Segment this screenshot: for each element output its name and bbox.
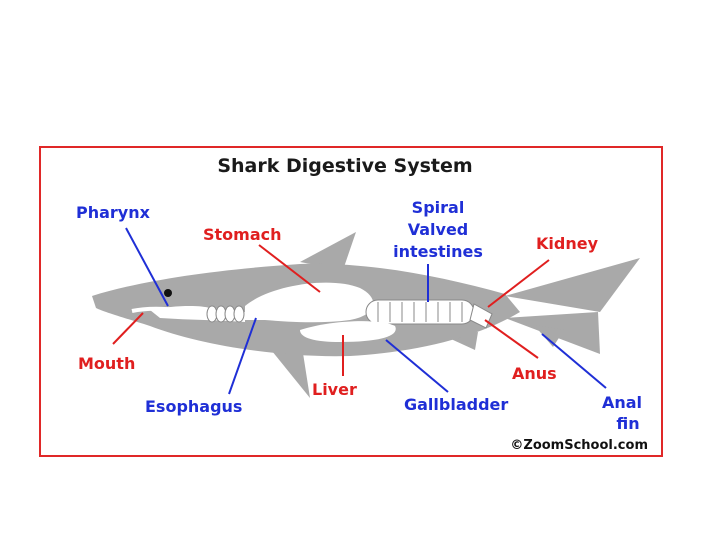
label-spiral-line2: Valved [408, 220, 469, 239]
gallbladder-pointer [385, 339, 449, 393]
label-stomach: Stomach [203, 225, 282, 244]
label-kidney: Kidney [536, 234, 599, 253]
pointer-lines [112, 227, 607, 395]
shark-eye [164, 289, 172, 297]
spiral-valve-intestine [365, 299, 475, 325]
liver-organ [300, 321, 396, 342]
label-anal-fin-line2: fin [616, 414, 639, 433]
label-esophagus: Esophagus [145, 397, 242, 416]
label-anal-fin-line1: Anal [602, 393, 642, 412]
stomach-pointer [258, 244, 321, 293]
label-anus: Anus [512, 364, 557, 383]
mouth-pointer [112, 312, 144, 345]
stomach-organ [245, 282, 374, 323]
label-liver: Liver [312, 380, 357, 399]
anal-fin-pointer [541, 333, 607, 389]
esophagus-coils [206, 305, 245, 323]
label-pharynx: Pharynx [76, 203, 151, 222]
tail-upper-lobe [505, 258, 640, 312]
kidney-pointer [487, 259, 550, 308]
esophagus-pointer [228, 317, 257, 395]
label-spiral-line3: intestines [393, 242, 483, 261]
copyright-credit: ©ZoomSchool.com [510, 438, 648, 453]
anal-fin-shape [534, 325, 564, 347]
diagram-title: Shark Digestive System [217, 155, 472, 177]
pharynx-pointer [125, 227, 169, 307]
anus-pointer [484, 319, 539, 359]
dorsal-fin [300, 232, 356, 270]
label-spiral-line1: Spiral [412, 198, 465, 217]
labels: Pharynx Stomach Spiral Valved intestines… [76, 198, 642, 433]
label-mouth: Mouth [78, 354, 135, 373]
label-gallbladder: Gallbladder [404, 395, 508, 414]
